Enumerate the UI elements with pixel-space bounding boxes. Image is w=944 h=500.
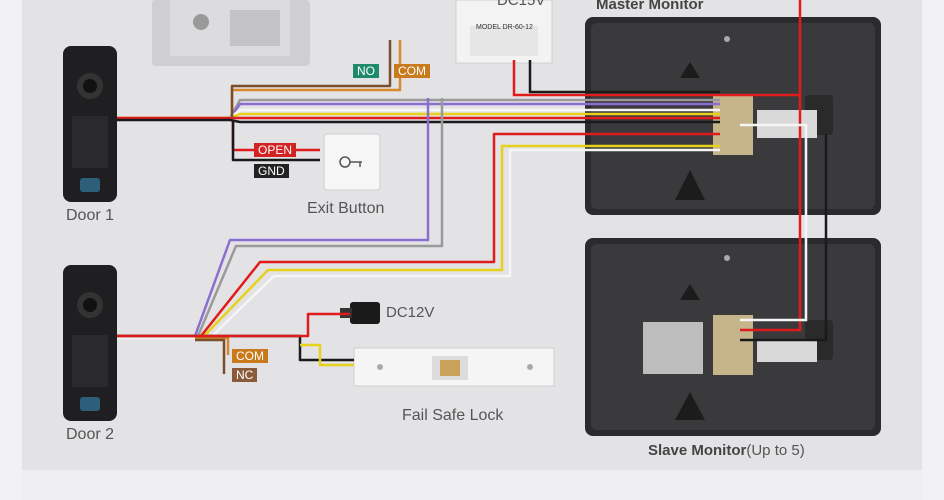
fail-safe-lock-icon — [353, 347, 555, 387]
slave-monitor-note: (Up to 5) — [746, 442, 805, 459]
exit-button-label: Exit Button — [307, 200, 385, 217]
master-monitor-label: Master Monitor — [596, 0, 704, 13]
dc12v-label: DC12V — [386, 304, 435, 321]
fail-safe-lock-label: Fail Safe Lock — [402, 407, 504, 424]
no-tag: NO — [353, 64, 379, 78]
slave-monitor-icon — [585, 238, 881, 436]
wires-door2 — [117, 98, 720, 374]
door2-label: Door 2 — [66, 426, 115, 443]
bottom-strip — [22, 470, 922, 500]
com-bottom-tag: COM — [232, 349, 268, 363]
door1-label: Door 1 — [66, 207, 115, 224]
wires-psu — [512, 60, 800, 97]
slave-monitor-caption: Slave Monitor(Up to 5) — [648, 442, 805, 459]
door1-station-icon — [63, 46, 117, 202]
door2-station-icon — [63, 265, 117, 421]
com-top-tag: COM — [394, 64, 430, 78]
wires-master-slave — [740, 0, 828, 342]
wires-door1 — [117, 40, 720, 162]
power-supply-icon — [455, 0, 553, 64]
nc-tag: NC — [232, 368, 258, 382]
gnd-tag: GND — [254, 164, 289, 178]
dc15v-label: DC15V — [497, 0, 546, 9]
exit-button-icon — [323, 133, 381, 191]
top-lock-icon — [152, 0, 310, 66]
master-monitor-icon — [585, 17, 881, 215]
slave-monitor-label: Slave Monitor — [648, 442, 747, 459]
psu-model-label: MODEL DR-60-12 — [476, 24, 533, 31]
open-tag: OPEN — [254, 143, 297, 157]
